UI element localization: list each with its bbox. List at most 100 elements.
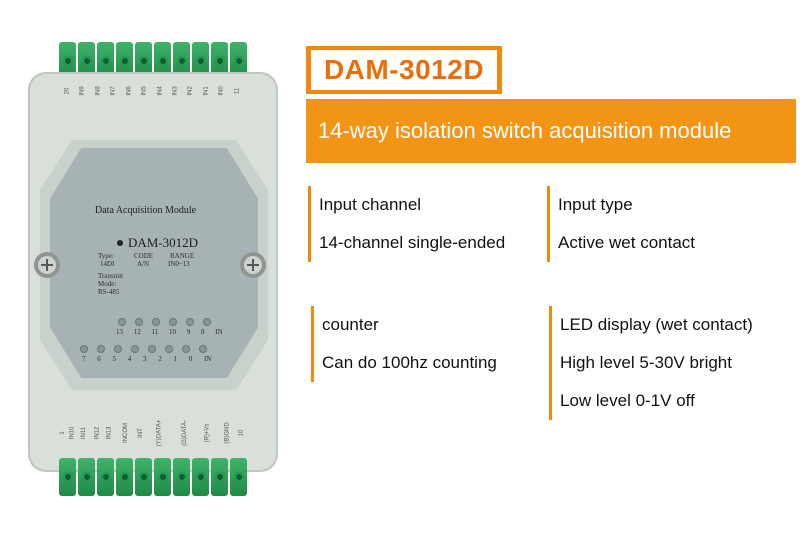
- led-indicator-icon: [80, 345, 88, 353]
- code-label: CODE: [134, 252, 154, 260]
- device-face-inner: [50, 148, 258, 378]
- range-value: IN0~13: [168, 260, 190, 268]
- bottom-terminal-block: [58, 458, 248, 496]
- led-label: IN: [204, 355, 212, 363]
- led-indicator-icon: [165, 345, 173, 353]
- led-row-lower: [80, 345, 207, 353]
- terminal: [192, 458, 209, 496]
- terminal: [230, 458, 247, 496]
- pin-label: IN11: [81, 426, 88, 440]
- pin-label: (Y)DATA+: [156, 419, 163, 447]
- led-label: 6: [97, 355, 101, 363]
- pin-label: INT: [137, 428, 144, 438]
- led-label: 4: [127, 355, 132, 363]
- led-label: 8: [201, 328, 205, 336]
- led-indicator-icon: [148, 345, 156, 353]
- pin-label: IN13: [106, 426, 113, 440]
- right-screw-icon: [240, 252, 266, 278]
- subtitle-banner: 14-way isolation switch acquisition modu…: [306, 99, 796, 163]
- terminal: [230, 42, 247, 80]
- spec-value: Can do 100hz counting: [322, 353, 497, 372]
- pin-label: (R)+Vs: [204, 423, 211, 443]
- device-model: DAM-3012D: [128, 235, 199, 250]
- terminal: [78, 42, 95, 80]
- terminal: [59, 42, 76, 80]
- terminal: [135, 42, 152, 80]
- spec-heading: Input channel: [319, 195, 422, 214]
- pin-label: IN4: [157, 86, 164, 96]
- spec-value: High level 5-30V bright: [560, 353, 732, 372]
- led-indicator-icon: [97, 345, 105, 353]
- pin-label: (G)DATA-: [182, 420, 189, 446]
- terminal: [116, 458, 133, 496]
- top-terminal-block: [58, 42, 248, 80]
- terminal: [211, 458, 228, 496]
- led-indicator-icon: [131, 345, 139, 353]
- led-label: 0: [188, 355, 193, 363]
- led-label: 1: [173, 355, 178, 363]
- type-value: 14DI: [100, 260, 115, 268]
- led-label: 12: [133, 328, 141, 336]
- spec-value: 14-channel single-ended: [319, 233, 506, 252]
- pin-label: IN12: [94, 426, 101, 440]
- terminal: [59, 458, 76, 496]
- pin-label: IN8: [95, 86, 102, 96]
- pin-label: IN3: [172, 86, 179, 96]
- spec-input-channel: Input channel 14-channel single-ended: [308, 186, 505, 262]
- pin-label: IN5: [141, 86, 148, 96]
- terminal: [97, 458, 114, 496]
- led-indicator-icon: [203, 318, 211, 326]
- mode-label: Mode:: [98, 280, 117, 288]
- model-title: DAM-3012D: [311, 50, 497, 90]
- led-label: 9: [186, 328, 191, 336]
- led-row-upper: [118, 318, 211, 326]
- terminal: [97, 42, 114, 80]
- spec-value: Low level 0-1V off: [560, 391, 695, 410]
- terminal: [154, 42, 171, 80]
- led-label: 10: [169, 328, 176, 336]
- bottom-pin-labels: 1 IN10 IN11 IN12 IN13 INCOM INT (Y)DATA+…: [59, 420, 245, 447]
- terminal: [173, 42, 190, 80]
- led-indicator-icon: [186, 318, 194, 326]
- device-label: Data Acquisition Module: [95, 205, 197, 216]
- pin-label: 20: [64, 87, 71, 95]
- spec-value: Active wet contact: [558, 233, 696, 252]
- led-indicator-icon: [199, 345, 207, 353]
- led-label: 3: [143, 355, 147, 363]
- led-indicator-icon: [118, 318, 126, 326]
- range-label: RANGE: [170, 252, 195, 260]
- pin-label: (B)GND: [224, 422, 231, 444]
- led-label: 11: [151, 328, 159, 336]
- led-label: 5: [112, 355, 117, 363]
- pin-label: 11: [234, 87, 241, 95]
- led-indicator-icon: [182, 345, 190, 353]
- top-pin-labels: 20 IN9 IN8 IN7 IN6 IN5 IN4 IN3 IN2 IN1 I…: [60, 86, 245, 95]
- pin-label: IN10: [69, 426, 76, 440]
- led-row-upper-labels: 13 12 11 10 9 8 IN: [116, 328, 223, 336]
- led-indicator-icon: [169, 318, 177, 326]
- led-row-lower-labels: 7 6 5 4 3 2 1 0 IN: [82, 355, 211, 363]
- device-illustration: 20 IN9 IN8 IN7 IN6 IN5 IN4 IN3 IN2 IN1 I…: [0, 0, 300, 534]
- spec-counter: counter Can do 100hz counting: [311, 306, 497, 382]
- led-indicator-icon: [114, 345, 122, 353]
- model-title-box: DAM-3012D: [306, 46, 502, 94]
- pin-label: IN7: [110, 86, 117, 96]
- terminal: [154, 458, 171, 496]
- spec-led-display: LED display (wet contact) High level 5-3…: [549, 306, 753, 420]
- led-label: 2: [158, 355, 162, 363]
- terminal: [116, 42, 133, 80]
- pin-label: 1: [59, 431, 66, 435]
- pin-label: INCOM: [123, 423, 130, 443]
- pin-label: 10: [238, 429, 245, 437]
- terminal: [192, 42, 209, 80]
- mode-value: RS-485: [98, 288, 120, 296]
- left-screw-icon: [34, 252, 60, 278]
- status-led-icon: [117, 240, 123, 246]
- pin-label: IN9: [80, 86, 87, 96]
- terminal: [135, 458, 152, 496]
- transmit-label: Transmit: [98, 272, 124, 280]
- spec-heading: counter: [322, 315, 379, 334]
- led-label: 13: [116, 328, 123, 336]
- spec-input-type: Input type Active wet contact: [547, 186, 695, 262]
- pin-label: IN2: [188, 86, 195, 96]
